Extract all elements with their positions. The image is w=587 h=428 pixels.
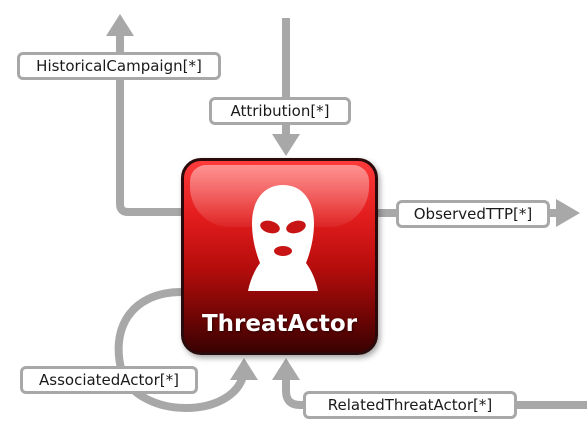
related-threat-actor-connector [282,372,587,409]
balaclava-mask-icon [248,185,318,291]
observed-ttp-label[interactable]: ObservedTTP[*] [396,200,550,228]
arrow-up-icon [230,358,258,380]
arrow-up-icon [272,358,300,380]
attribution-label[interactable]: Attribution[*] [209,97,351,125]
arrow-up-icon [106,14,134,36]
node-title: ThreatActor [201,311,358,337]
arrow-down-icon [272,134,300,156]
historical-campaign-label[interactable]: HistoricalCampaign[*] [17,52,221,80]
historical-campaign-connector [116,32,184,216]
related-threat-actor-label[interactable]: RelatedThreatActor[*] [303,391,517,419]
associated-actor-label[interactable]: AssociatedActor[*] [20,366,198,394]
threat-actor-node[interactable]: ThreatActor [181,158,378,355]
arrow-right-icon [556,199,580,227]
